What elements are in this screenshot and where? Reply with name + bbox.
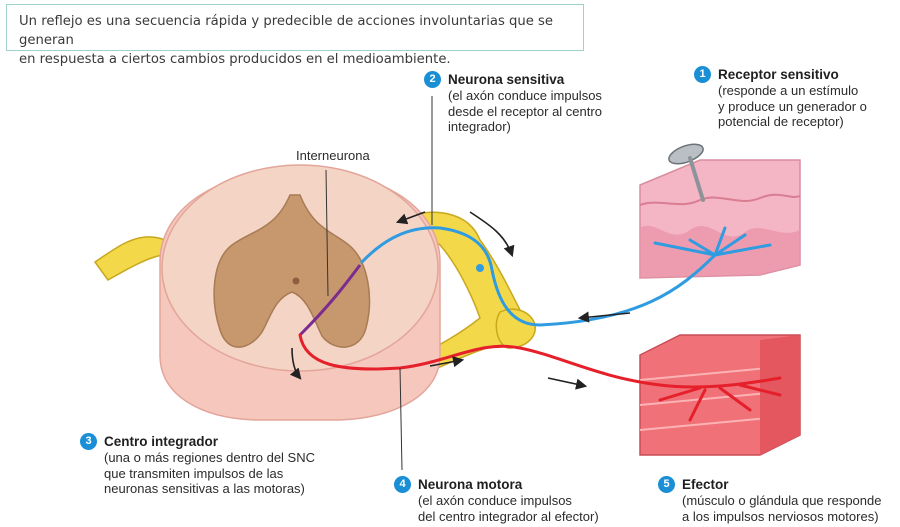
callout-title: Receptor sensitivo <box>718 66 839 82</box>
number-badge: 2 <box>424 71 441 88</box>
callout-line: (una o más regiones dentro del SNC <box>104 450 316 465</box>
callout-line: (el axón conduce impulsos <box>448 88 602 103</box>
callout-line: (el axón conduce impulsos <box>418 493 572 508</box>
callout-title: Efector <box>682 476 729 492</box>
callout-line: neuronas sensitivas a las motoras) <box>104 481 305 496</box>
interneuron-label: Interneurona <box>296 148 370 163</box>
motor-neuron <box>298 333 782 422</box>
intro-line-1: Un reflejo es una secuencia rápida y pre… <box>19 14 554 48</box>
callout-sensory-neuron: 2 Neurona sensitiva (el axón conduce impu… <box>424 71 602 135</box>
callout-title: Neurona sensitiva <box>448 71 565 87</box>
interneuron <box>298 264 362 337</box>
skin-receptor <box>639 159 801 279</box>
callout-title: Centro integrador <box>104 433 219 449</box>
callout-title: Neurona motora <box>418 476 523 492</box>
callout-receptor: 1 Receptor sensitivo (responde a un estím… <box>694 66 867 130</box>
number-badge: 3 <box>80 433 97 450</box>
callout-line: integrador) <box>448 119 511 134</box>
number-badge: 5 <box>658 476 675 493</box>
sensory-neuron <box>360 226 772 327</box>
callout-effector: 5 Efector (músculo o glándula que respond… <box>658 476 882 524</box>
sensory-cell-body <box>476 264 484 272</box>
intro-line-2: en respuesta a ciertos cambios producido… <box>19 52 451 67</box>
callout-line: desde el receptor al centro <box>448 103 602 119</box>
callout-line: que transmiten impulsos de las <box>104 465 284 481</box>
callout-line: y produce un generador o <box>718 98 867 114</box>
number-badge: 4 <box>394 476 411 493</box>
leader-lines <box>325 96 433 471</box>
intro-box: Un reflejo es una secuencia rápida y pre… <box>6 4 584 67</box>
callout-integrating-center: 3 Centro integrador (una o más regiones d… <box>80 433 316 497</box>
callout-line: (músculo o glándula que responde <box>682 493 882 508</box>
callout-line: (responde a un estímulo <box>718 83 859 98</box>
number-badge: 1 <box>694 66 711 83</box>
arrow-icon <box>289 211 631 390</box>
callout-line: a los impulsos nerviosos motores) <box>682 508 879 524</box>
spinal-cord <box>159 164 441 421</box>
nail-icon <box>668 143 705 202</box>
callout-line: potencial de receptor) <box>718 114 844 129</box>
callout-line: del centro integrador al efector) <box>418 508 599 524</box>
callout-motor-neuron: 4 Neurona motora (el axón conduce impulso… <box>394 476 599 524</box>
